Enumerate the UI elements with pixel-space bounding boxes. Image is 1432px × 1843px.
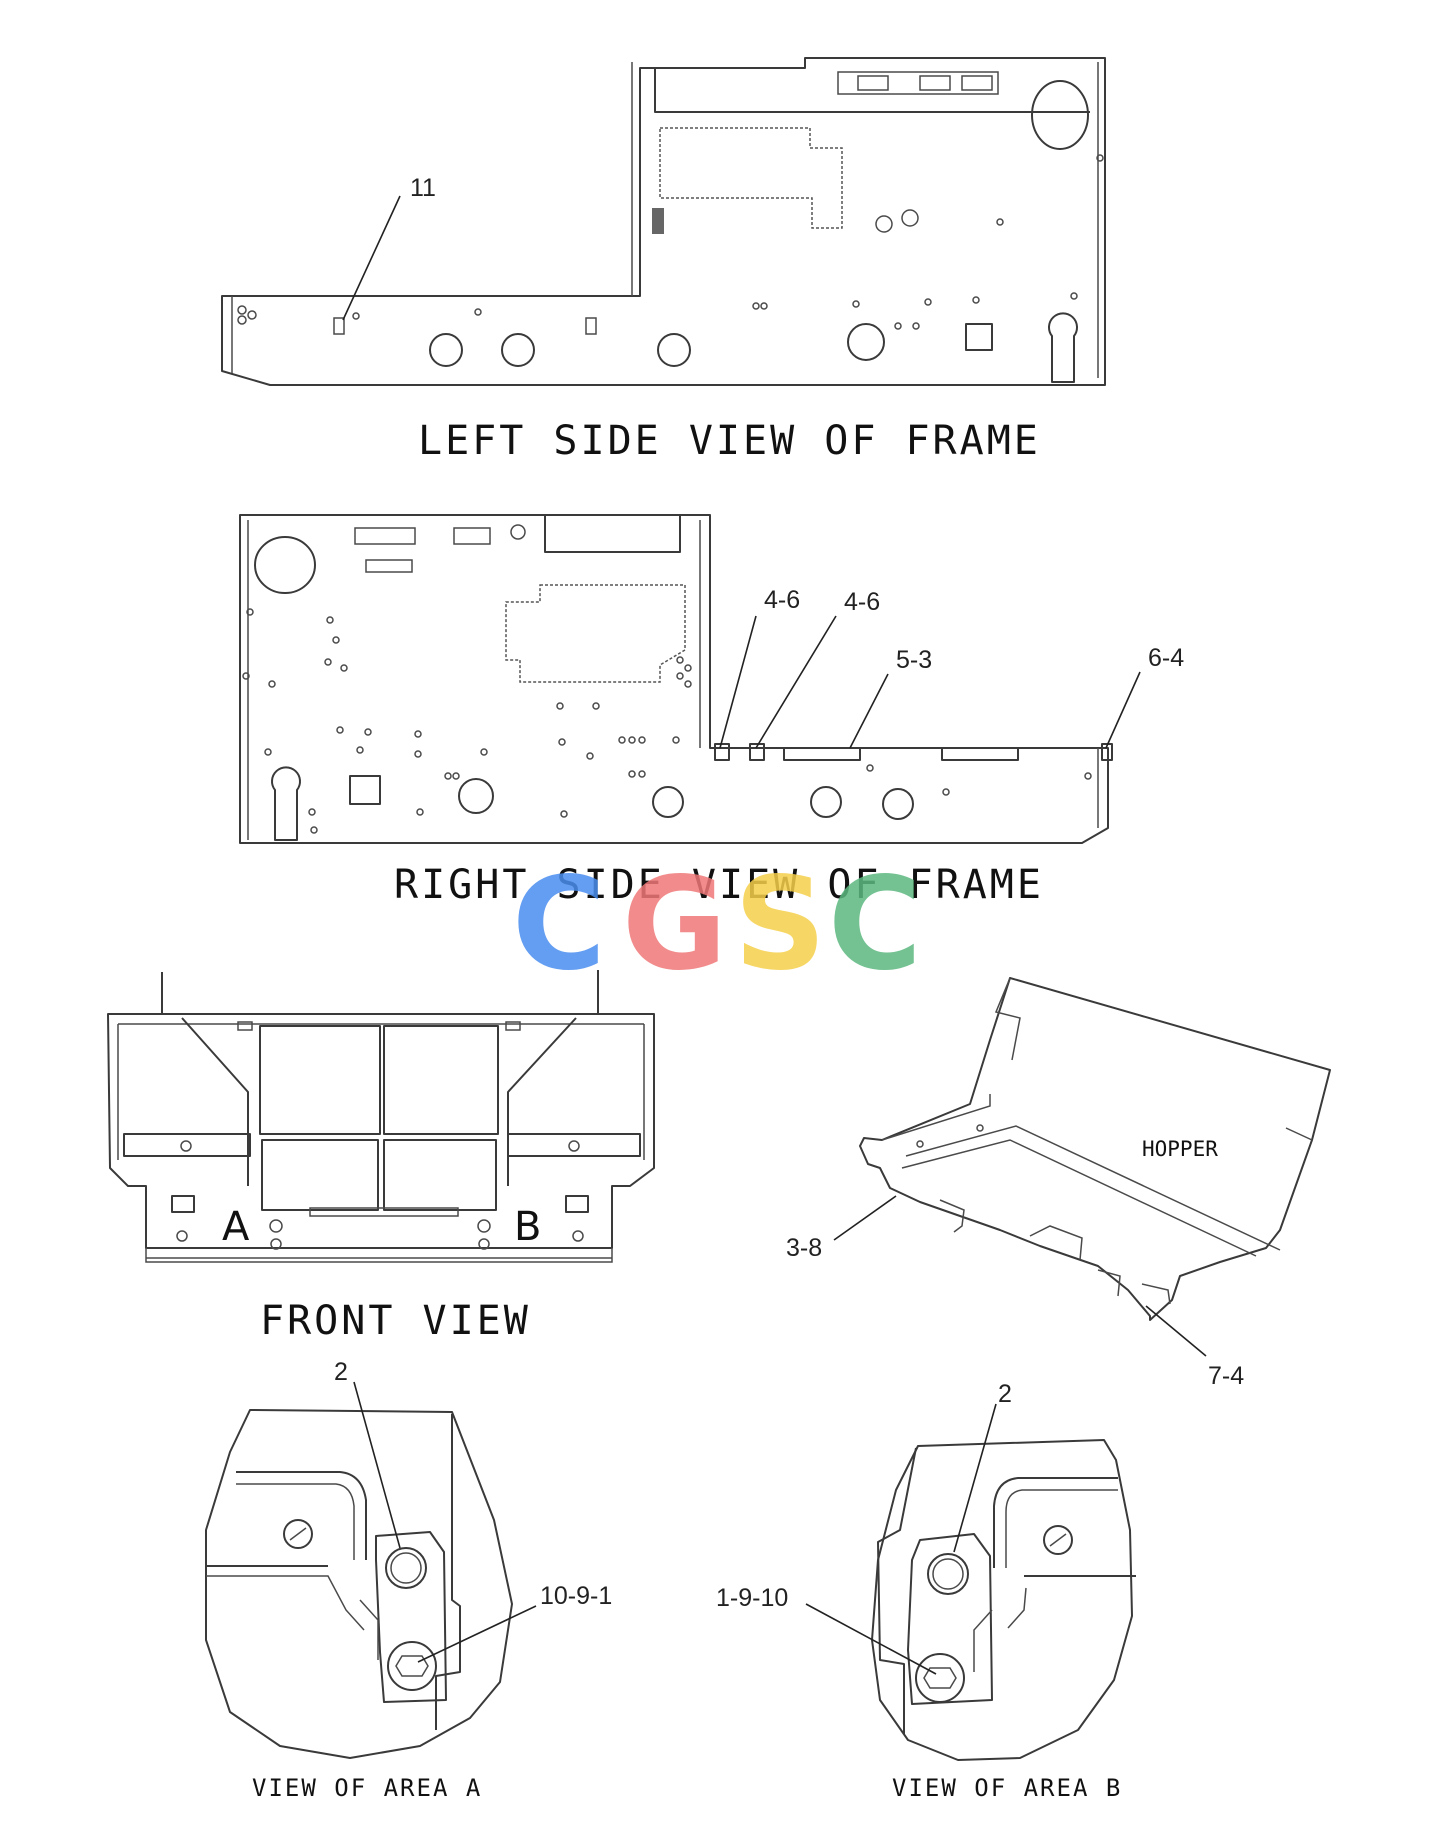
left-side-frame-drawing [221, 57, 1106, 386]
watermark-letter-c2: C [828, 850, 922, 999]
callout-4-6-b: 4-6 [844, 588, 880, 616]
callout-10-9-1: 10-9-1 [540, 1582, 612, 1610]
front-view-title: FRONT VIEW [260, 1298, 531, 1344]
leader-2-area-a [353, 1381, 401, 1549]
callout-2-area-b: 2 [998, 1380, 1012, 1408]
callout-2-area-a: 2 [334, 1358, 348, 1386]
leader-3-8 [833, 1195, 897, 1241]
hopper-drawing [859, 977, 1331, 1321]
leader-10-9-1 [417, 1605, 537, 1663]
leader-2-area-b [953, 1403, 997, 1553]
leader-1-9-10 [805, 1603, 937, 1675]
callout-11: 11 [410, 174, 436, 202]
area-b-title: VIEW OF AREA B [892, 1774, 1122, 1802]
watermark-letter-g: G [622, 850, 727, 999]
left-side-view-title: LEFT SIDE VIEW OF FRAME [418, 418, 1041, 464]
area-a-detail [205, 1409, 513, 1759]
leader-7-4 [1145, 1305, 1207, 1357]
hopper-label: HOPPER [1142, 1137, 1218, 1161]
area-b-detail [871, 1439, 1136, 1761]
watermark-letter-c1: C [512, 850, 606, 999]
right-side-view-title: RIGHT SIDE VIEW OF FRAME [394, 862, 1044, 908]
callout-3-8: 3-8 [786, 1234, 822, 1262]
right-side-frame-drawing [239, 514, 1113, 844]
callout-4-6-a: 4-6 [764, 586, 800, 614]
cgsc-watermark: C G S C [512, 850, 922, 999]
callout-7-4: 7-4 [1208, 1362, 1244, 1390]
marker-b: B [514, 1204, 541, 1250]
callout-6-4: 6-4 [1148, 644, 1184, 672]
leader-4-6-right [755, 615, 837, 749]
area-a-title: VIEW OF AREA A [252, 1774, 482, 1802]
watermark-letter-s: S [734, 850, 826, 999]
callout-1-9-10: 1-9-10 [716, 1584, 788, 1612]
leader-5-3 [849, 673, 889, 749]
leader-4-6-left [719, 615, 757, 749]
leader-6-4 [1105, 671, 1141, 749]
callout-5-3: 5-3 [896, 646, 932, 674]
front-view-drawing [107, 970, 655, 1263]
leader-11 [342, 195, 401, 321]
marker-a: A [222, 1204, 250, 1250]
